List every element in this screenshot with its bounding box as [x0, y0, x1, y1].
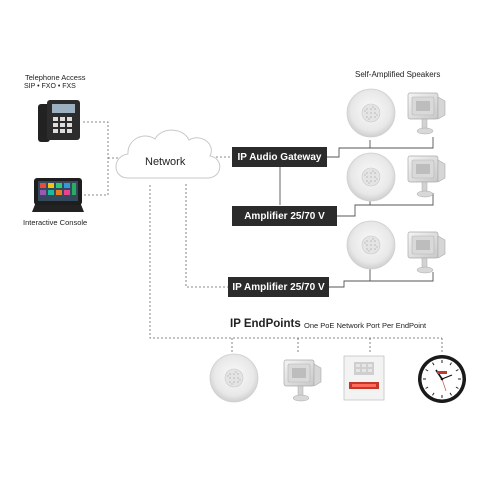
endpoints-subtitle: One PoE Network Port Per EndPoint [304, 321, 427, 330]
horn-speaker-icon [407, 231, 446, 274]
ceiling-speaker-icon [209, 353, 259, 403]
ceiling-speaker-icon [346, 88, 396, 138]
ceiling-speaker-icon [346, 220, 396, 270]
speakers-header: Self-Amplified Speakers [355, 70, 441, 79]
horn-speaker-icon [407, 155, 446, 198]
horn-speaker-icon [407, 92, 446, 135]
ip-amplifier-box: IP Amplifier 25/70 V [228, 277, 329, 297]
network-links [83, 121, 443, 354]
message-display-icon [343, 355, 385, 401]
ip-audio-gateway-box: IP Audio Gateway [232, 147, 327, 167]
amplifier-box: Amplifier 25/70 V [232, 206, 337, 226]
cloud-icon [115, 129, 221, 179]
telephone-access-title: Telephone Access [25, 73, 86, 82]
telephone-protocols: SIP • FXO • FXS [24, 83, 76, 90]
wall-clock-icon [418, 355, 466, 403]
touch-console-icon [32, 178, 84, 212]
desk-phone-icon [38, 100, 80, 142]
audio-links [279, 137, 434, 288]
horn-speaker-icon [283, 359, 322, 402]
endpoints-title: IP EndPoints [230, 318, 301, 330]
network-label: Network [145, 156, 186, 168]
ceiling-speaker-icon [346, 152, 396, 202]
console-label: Interactive Console [23, 218, 88, 227]
